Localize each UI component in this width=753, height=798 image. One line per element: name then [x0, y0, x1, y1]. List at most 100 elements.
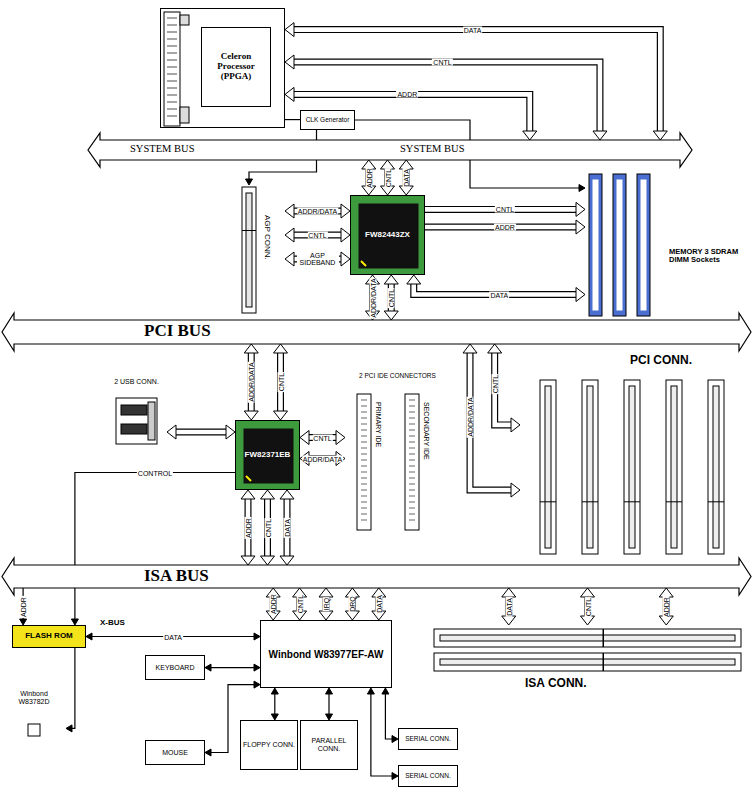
bus-connector: [285, 55, 607, 140]
part-stroke: [167, 102, 177, 103]
part-outline: [246, 193, 252, 307]
part-stroke: [409, 412, 415, 413]
part-stroke: [409, 418, 415, 419]
arrowhead: [502, 616, 516, 625]
bus-connector: [300, 431, 345, 445]
node-text: Winbond W83782D: [4, 690, 64, 705]
part-stroke: [361, 514, 367, 515]
bus-connector: [319, 588, 333, 620]
part-stroke: [361, 508, 367, 509]
part-stroke: [666, 501, 682, 502]
arrowhead: [523, 131, 537, 140]
arrowhead: [488, 344, 502, 353]
part-stroke: [361, 460, 367, 461]
part-stroke: [246, 476, 251, 481]
bus-connector: [326, 688, 333, 720]
bus-connector: [66, 648, 75, 732]
part-stroke: [361, 430, 367, 431]
signal-label: DATA: [163, 633, 183, 640]
part-drawing: [430, 625, 745, 700]
arrowhead: [581, 616, 595, 625]
part-drawing: [4, 690, 66, 738]
node-text: FW82443ZX: [365, 231, 410, 240]
part-outline: [359, 204, 418, 268]
node-text: 2 PCI IDE CONNECTORS: [345, 372, 450, 379]
arrowhead: [167, 425, 176, 439]
part-stroke: [582, 501, 598, 502]
bus-arrow-outline: [248, 353, 255, 411]
bus-connector: [20, 588, 27, 625]
bus-connector: [285, 204, 350, 218]
bus-connector: [266, 588, 280, 620]
arrowhead: [319, 588, 333, 597]
bus-connector: [261, 490, 275, 565]
arrowhead: [382, 688, 389, 694]
part-outline: [440, 659, 735, 665]
bus-arrow-outline: [284, 499, 291, 556]
south-bridge: FW82371EB: [235, 420, 300, 490]
signal-label: CNTL: [388, 287, 395, 307]
signal-label: DRQ: [349, 595, 356, 613]
signal-label: CNTL: [296, 594, 303, 614]
part-stroke: [409, 520, 415, 521]
part-stroke: [603, 629, 605, 647]
arrowhead: [280, 490, 294, 499]
part-stroke: [167, 74, 177, 75]
part-stroke: [167, 18, 177, 19]
node-text: SECONDARY IDE: [422, 402, 430, 460]
bus-connector: [71, 473, 235, 626]
arrowhead: [463, 344, 477, 353]
arrowhead: [367, 688, 374, 694]
signal-label: DATA: [403, 168, 410, 188]
signal-label: ADDR: [396, 91, 418, 98]
node-text: 2 USB CONN.: [108, 378, 165, 386]
part-stroke: [167, 39, 177, 40]
bus-arrow-body: [176, 430, 226, 435]
clock-generator: CLK Generator: [300, 110, 355, 130]
signal-label: ADDR/DATA: [297, 208, 338, 215]
arrowhead: [244, 411, 258, 420]
part-stroke: [361, 436, 367, 437]
part-stroke: [361, 442, 367, 443]
signal-label: ADDR: [663, 596, 670, 618]
signal-label: CNTL: [384, 167, 391, 187]
arrowhead: [576, 220, 585, 234]
part-outline: [545, 386, 551, 548]
part-stroke: [409, 454, 415, 455]
bus-outline: [88, 133, 692, 167]
bus-connector: [382, 688, 398, 743]
bus-connector: [581, 588, 595, 625]
part-stroke: [167, 46, 177, 47]
arrowhead: [285, 228, 294, 242]
node-text: ISA BUS: [144, 567, 209, 586]
part-stroke: [409, 466, 415, 467]
bus-connector: [367, 688, 398, 780]
part-stroke: [167, 95, 177, 96]
bus-arrow-outline: [176, 429, 226, 436]
part-stroke: [361, 478, 367, 479]
part-stroke: [361, 400, 367, 401]
bus-connector: [463, 344, 520, 497]
part-outline: [671, 386, 677, 548]
part-stroke: [409, 436, 415, 437]
part-stroke: [409, 484, 415, 485]
part-stroke: [409, 508, 415, 509]
signal-label: AGP SIDEBAND: [297, 252, 339, 266]
part-outline: [242, 187, 256, 313]
bus-connector: [488, 344, 520, 432]
arrowhead: [285, 204, 294, 218]
signal-label: DATA: [463, 26, 483, 33]
bus-connector: [425, 202, 585, 216]
bus-connector: [399, 160, 413, 195]
part-stroke: [409, 490, 415, 491]
arrowhead: [271, 688, 278, 694]
signal-line: [285, 119, 300, 120]
hardware-monitor: Winbond W83782D: [4, 690, 66, 738]
bus-arrow-outline: [294, 30, 660, 131]
pci-bus: PCI BUS: [14, 320, 739, 344]
arrowhead: [336, 431, 345, 445]
node-text: SERIAL CONN.: [405, 735, 451, 742]
bus-arrow-outline: [584, 597, 591, 616]
arrowhead: [407, 275, 421, 284]
part-stroke: [242, 230, 256, 231]
